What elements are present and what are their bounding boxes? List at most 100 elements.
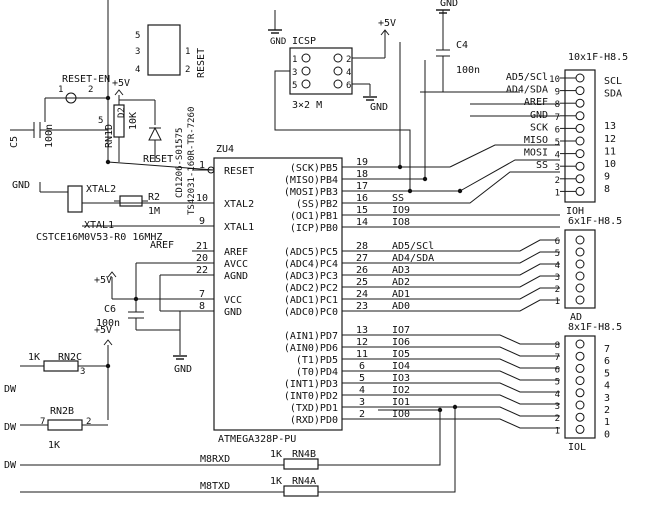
ioh-pin	[575, 136, 585, 146]
ioh-pin	[575, 111, 585, 121]
switch-pin-number: 4	[135, 65, 140, 75]
mcu-pin-number: 14	[356, 217, 368, 228]
net-label: IO6	[392, 337, 410, 348]
mcu-pin-name: AVCC	[224, 259, 248, 270]
mcu-pin-name: (T1)PD5	[296, 355, 338, 366]
rn2b-ref: RN2B	[50, 406, 74, 417]
mcu-pin-number: 27	[356, 253, 368, 264]
mcu-pin-number: 11	[356, 349, 368, 360]
mcu-pin-number: 24	[356, 289, 368, 300]
rn2c-ref: RN2C	[58, 352, 82, 363]
icsp-pin	[301, 53, 311, 63]
ioh-label: 11	[604, 146, 616, 157]
net-label: IO5	[392, 349, 410, 360]
iol-pin-number: 6	[555, 365, 560, 375]
iol-pin-number: 3	[555, 402, 560, 412]
wire	[449, 144, 560, 168]
r2-ref: R2	[148, 192, 160, 203]
ad-pin-number: 1	[555, 297, 560, 307]
mcu-pin-number: 20	[196, 253, 208, 264]
mcu-pin-number: 12	[356, 337, 368, 348]
m8txd-label: M8TXD	[200, 481, 230, 492]
cut-label: DW	[4, 422, 17, 433]
c6-vcc-label: +5V	[94, 275, 112, 286]
iol-label: 5	[604, 368, 610, 379]
rn2c-resistor	[43, 360, 79, 372]
jumper-pin-number: 2	[88, 85, 93, 95]
rn2c-pin: 3	[80, 367, 85, 377]
iol-pin-number: 4	[555, 390, 560, 400]
rn1d-value: 10K	[128, 112, 139, 130]
ioh-label: 9	[604, 172, 610, 183]
r2-value: 1M	[148, 206, 160, 217]
bottom-vcc-label: +5V	[94, 325, 112, 336]
ioh-type: 10x1F-H8.5	[568, 52, 628, 63]
mcu-pin-number: 7	[199, 289, 205, 300]
rn4b-value: 1K	[270, 449, 282, 460]
icsp-box	[289, 47, 353, 95]
ad-pin-number: 2	[555, 285, 560, 295]
icsp-vcc-label: +5V	[378, 18, 396, 29]
switch-part: TS42031-160R-TR-7260	[187, 107, 197, 215]
icsp-pin	[333, 66, 343, 76]
ioh-signal: SS	[536, 160, 548, 171]
diode-part: CD1206-S01575	[175, 128, 185, 198]
iol-pin	[575, 412, 585, 422]
net-label: IO3	[392, 373, 410, 384]
mcu-pin-name: (ADC4)PC4	[284, 259, 338, 270]
mcu-pin-number: 6	[359, 361, 365, 372]
ioh-signal: SCK	[530, 122, 548, 133]
wire	[378, 275, 560, 288]
iol-pin-number: 8	[555, 341, 560, 351]
icsp-pin-number: 6	[346, 81, 351, 91]
ioh-pin-number: 4	[555, 151, 560, 161]
mcu-pin-name: (MOSI)PB3	[284, 187, 338, 198]
rn4a-ref: RN4A	[292, 476, 316, 487]
icsp-pin-number: 2	[346, 55, 351, 65]
net-label: AD4/SDA	[392, 253, 434, 264]
rn2b-value: 1K	[48, 440, 60, 451]
ground-symbol	[363, 96, 377, 101]
c4-gnd-label: GND	[440, 0, 458, 9]
reset-inverter-bubble	[207, 166, 215, 174]
mcu-pin-number: 15	[356, 205, 368, 216]
ioh-signal: AD4/SDA	[506, 85, 548, 96]
mcu-pin-name: VCC	[224, 295, 242, 306]
iol-ref: IOL	[568, 442, 586, 453]
ioh-pin-number: 8	[555, 100, 560, 110]
mcu-pin-number: 26	[356, 265, 368, 276]
rn2b-pin: 7	[40, 417, 45, 427]
c6-gnd-label: GND	[174, 364, 192, 375]
net-label: IO1	[392, 397, 410, 408]
wire	[378, 382, 560, 393]
iol-pin	[575, 400, 585, 410]
ioh-pin	[575, 174, 585, 184]
icsp-pin-number: 4	[346, 68, 351, 78]
rn2c-value: 1K	[28, 352, 40, 363]
ioh-ref: IOH	[566, 206, 584, 217]
ioh-pin	[575, 149, 585, 159]
icsp-pin	[301, 79, 311, 89]
reset-net-label: RESET	[143, 154, 173, 165]
icsp-pin-number: 5	[292, 81, 297, 91]
iol-pin-number: 2	[555, 414, 560, 424]
mcu-pin-number: 4	[359, 385, 365, 396]
wire	[378, 287, 560, 300]
rn1d-pin: 5	[98, 116, 103, 126]
ad-pin	[575, 235, 585, 245]
ioh-signal: AREF	[524, 97, 548, 108]
junction-dot	[452, 404, 458, 410]
wire	[378, 251, 560, 264]
iol-label: 7	[604, 344, 610, 355]
jumper-pad	[65, 92, 77, 104]
iol-pin	[575, 339, 585, 349]
mcu-pin-number: 1	[199, 160, 205, 171]
cut-label: DW	[4, 460, 17, 471]
m8rxd-label: M8RXD	[200, 454, 230, 465]
rn4a-value: 1K	[270, 476, 282, 487]
junction-dot	[437, 407, 443, 413]
mcu-pin-name: (SCK)PB5	[290, 163, 338, 174]
mcu-pin-name: AGND	[224, 271, 248, 282]
mcu-part: ATMEGA328P-PU	[218, 434, 296, 445]
rn4b-resistor	[283, 458, 319, 470]
